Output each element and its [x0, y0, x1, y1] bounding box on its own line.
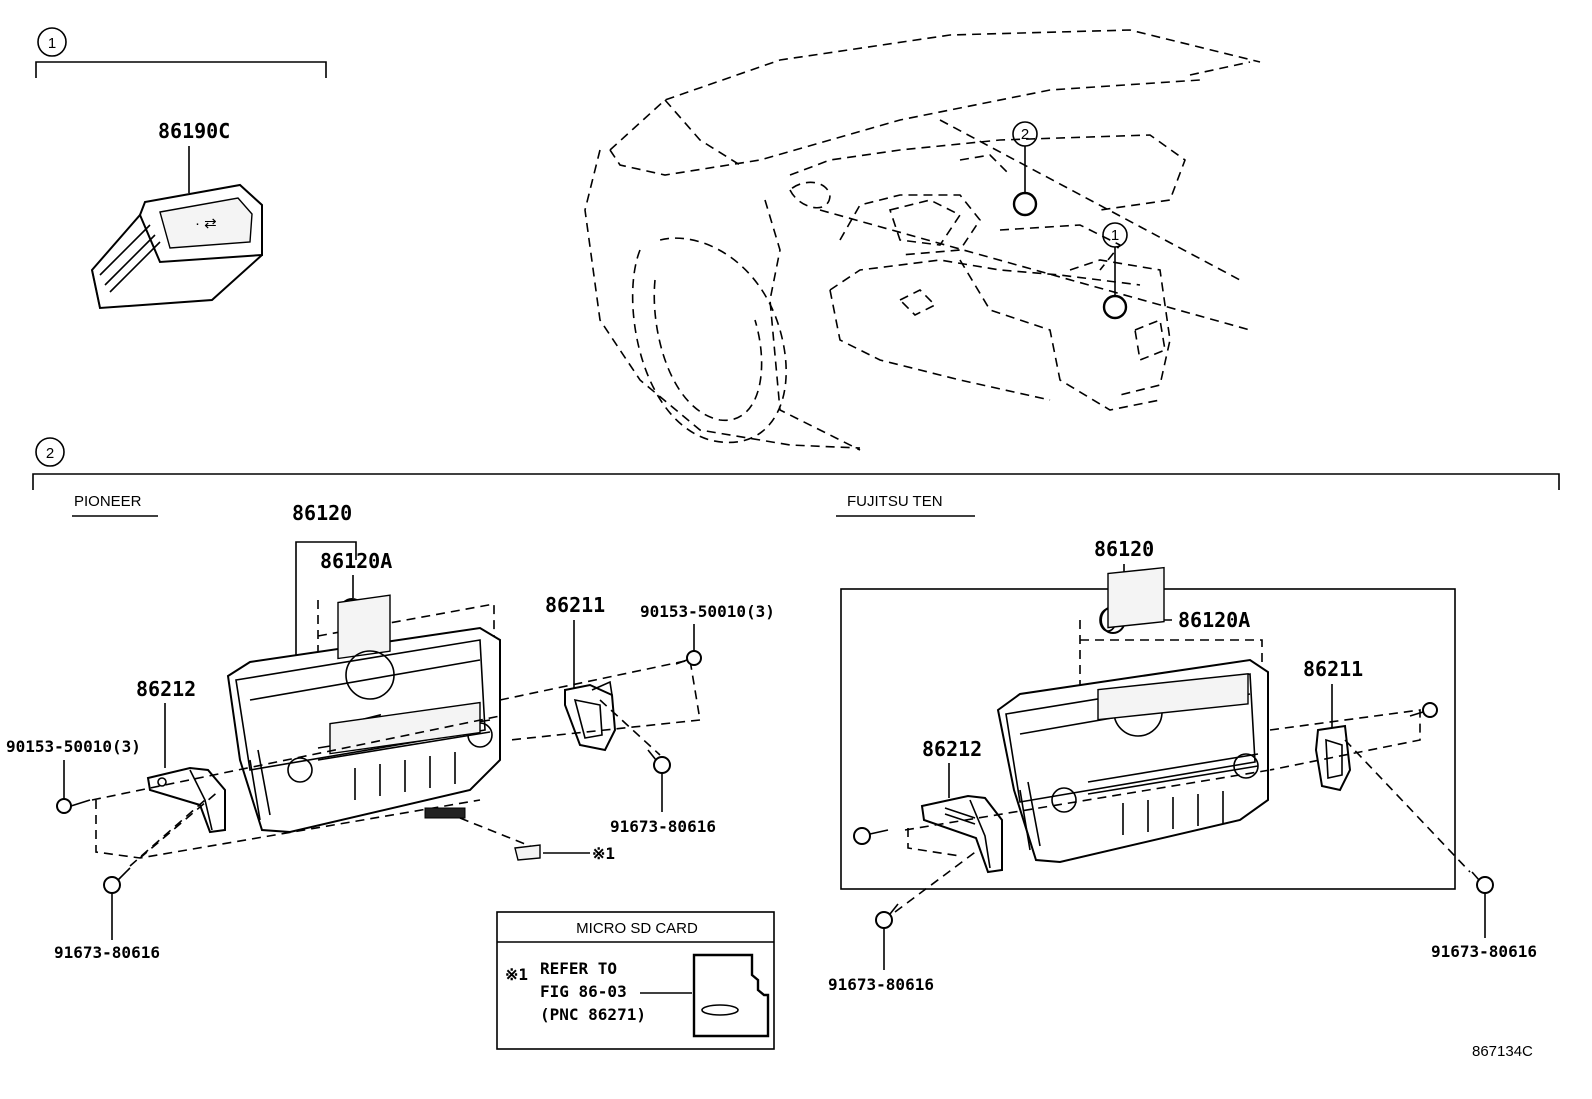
section-1: 1 86190C · ⇄: [35, 27, 327, 310]
fujitsu-bolt-left-label: 91673-80616: [828, 975, 934, 994]
pioneer-heading: PIONEER: [74, 493, 142, 510]
fujitsu-bracket-86212: [920, 794, 1003, 874]
vehicle-dashboard-illustration: 2 1: [584, 29, 1261, 451]
pioneer-screw-left: [56, 798, 91, 814]
fujitsu-86120A-label: 86120A: [1178, 608, 1250, 632]
pioneer-button-row: [329, 701, 481, 800]
fujitsu-bolt-right-label: 91673-80616: [1431, 942, 1537, 961]
pioneer-bolt-bottom-label: 91673-80616: [54, 943, 160, 962]
micro-sd-card-icon: [692, 953, 770, 1038]
sd-box-line1: REFER TO: [540, 959, 617, 978]
fujitsu-86211-label: 86211: [1303, 657, 1363, 681]
callout-2-marker: [35, 437, 65, 467]
callout-1-label: 1: [48, 35, 56, 52]
callout-1-marker: [37, 27, 67, 57]
section-2-bracket: [32, 473, 1560, 490]
fujitsu-86120-label: 86120: [1094, 537, 1154, 561]
section-2: 2: [32, 437, 1560, 490]
callout-2-car-label: 2: [1021, 126, 1029, 143]
sd-box-title: MICRO SD CARD: [576, 920, 698, 937]
pioneer-bracket-86211: [564, 680, 617, 752]
pioneer-86120-label: 86120: [292, 501, 352, 525]
pioneer-bracket-86212: [146, 766, 226, 834]
part-86190C-label: 86190C: [158, 119, 230, 143]
figure-id: 867134C: [1472, 1043, 1533, 1060]
callout-2-label: 2: [46, 445, 54, 462]
pioneer-sd-note-ref: ※1: [592, 844, 615, 863]
pioneer-group: PIONEER 86120 86120A: [6, 493, 775, 962]
fujitsu-screw-left: [853, 827, 889, 845]
section-1-bracket: [35, 61, 327, 78]
fujitsu-button-row: [1097, 673, 1249, 835]
fujitsu-86212-label: 86212: [922, 737, 982, 761]
car-location-2: [1012, 191, 1038, 217]
pioneer-screw-left-label: 90153-50010(3): [6, 737, 141, 756]
pioneer-screw-top-right: [675, 650, 702, 666]
pioneer-radio-unit: [226, 594, 501, 834]
switch-86190C-drawing: · ⇄: [90, 183, 264, 310]
car-location-1: [1102, 294, 1128, 320]
pioneer-screw-right-label: 90153-50010(3): [640, 602, 775, 621]
sd-box-line2: FIG 86-03: [540, 982, 627, 1001]
pioneer-bolt-bottom: [103, 867, 131, 894]
fujitsu-screw-right: [1409, 702, 1438, 718]
pioneer-bolt-right-label: 91673-80616: [610, 817, 716, 836]
fujitsu-group: FUJITSU TEN 86120 86120A: [828, 493, 1537, 994]
fujitsu-radio-unit: [996, 566, 1269, 864]
micro-sd-card-box: MICRO SD CARD ※1 REFER TO FIG 86-03 (PNC…: [496, 911, 775, 1050]
fujitsu-heading: FUJITSU TEN: [847, 493, 943, 510]
fujitsu-bolt-left: [875, 903, 899, 929]
fujitsu-bolt-right: [1471, 871, 1494, 894]
svg-text:· ⇄: · ⇄: [195, 215, 217, 232]
pioneer-86212-label: 86212: [136, 677, 196, 701]
callout-1-car-label: 1: [1111, 227, 1119, 244]
pioneer-86211-label: 86211: [545, 593, 605, 617]
sd-box-marker: ※1: [505, 965, 528, 984]
pioneer-86120A-label: 86120A: [320, 549, 392, 573]
sd-box-line3: (PNC 86271): [540, 1005, 646, 1024]
